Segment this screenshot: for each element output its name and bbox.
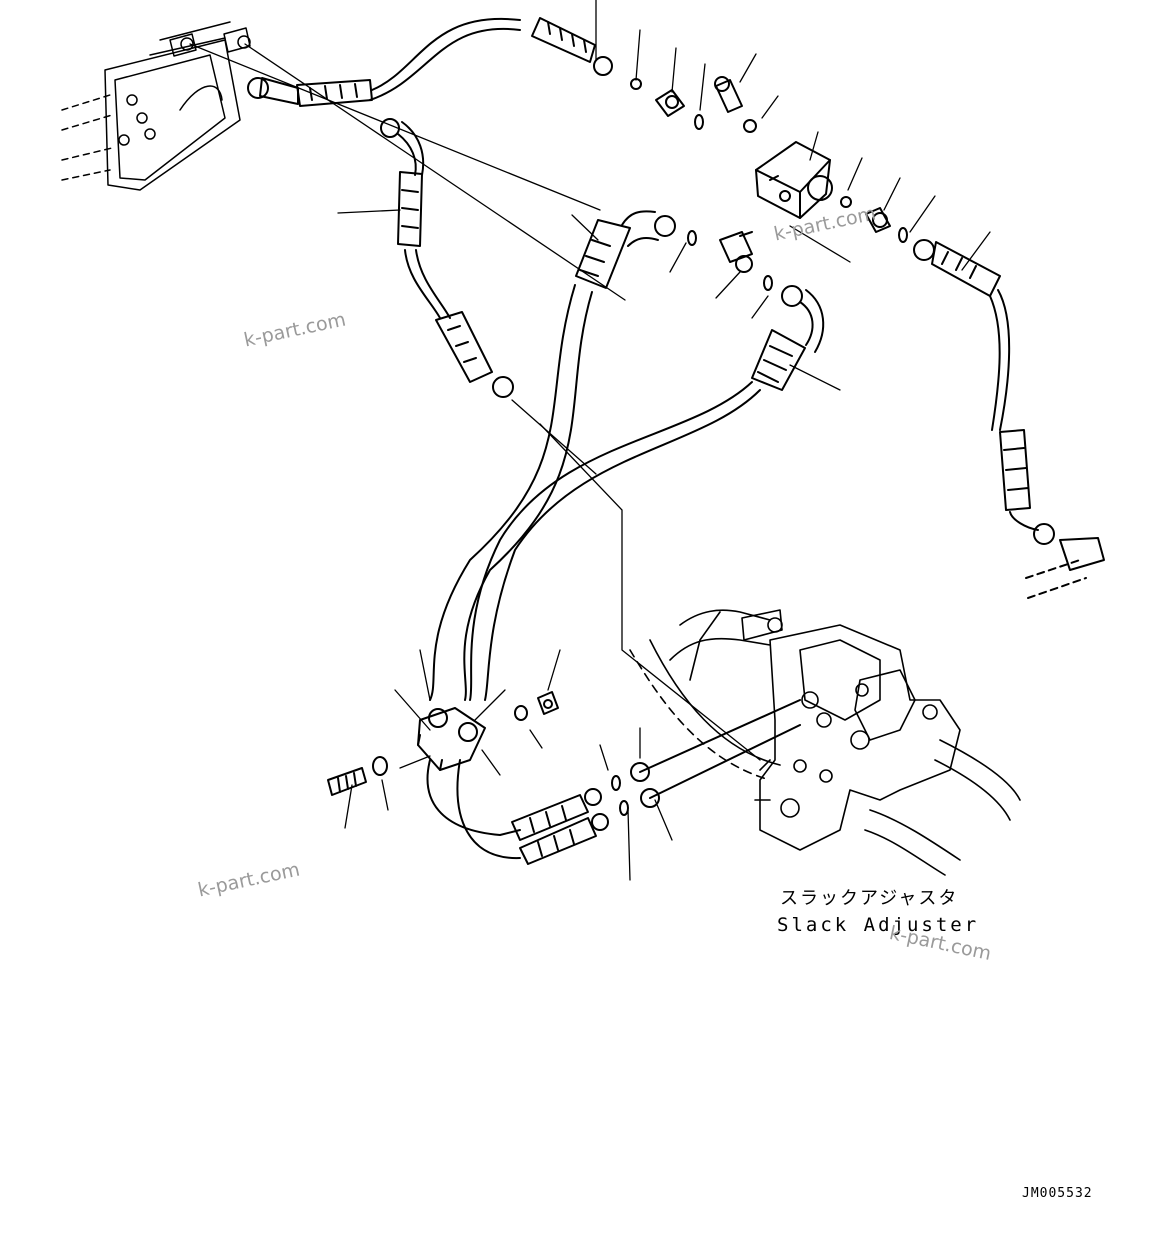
hose-right — [913, 239, 1105, 599]
upper-left-bracket — [61, 21, 251, 191]
hose-top — [247, 17, 613, 107]
hose-center — [426, 210, 825, 860]
hose-bottom-pair — [511, 699, 801, 865]
valve-block — [630, 76, 908, 291]
caption-japanese: スラックアジャスタ — [780, 888, 959, 909]
slack-adjuster — [629, 609, 1021, 876]
hose-clamp — [327, 691, 559, 796]
drawing-id: JM005532 — [1022, 1186, 1093, 1201]
caption-english: Slack Adjuster — [777, 914, 980, 936]
hose-left — [380, 118, 514, 398]
leader-lines — [189, 0, 991, 881]
